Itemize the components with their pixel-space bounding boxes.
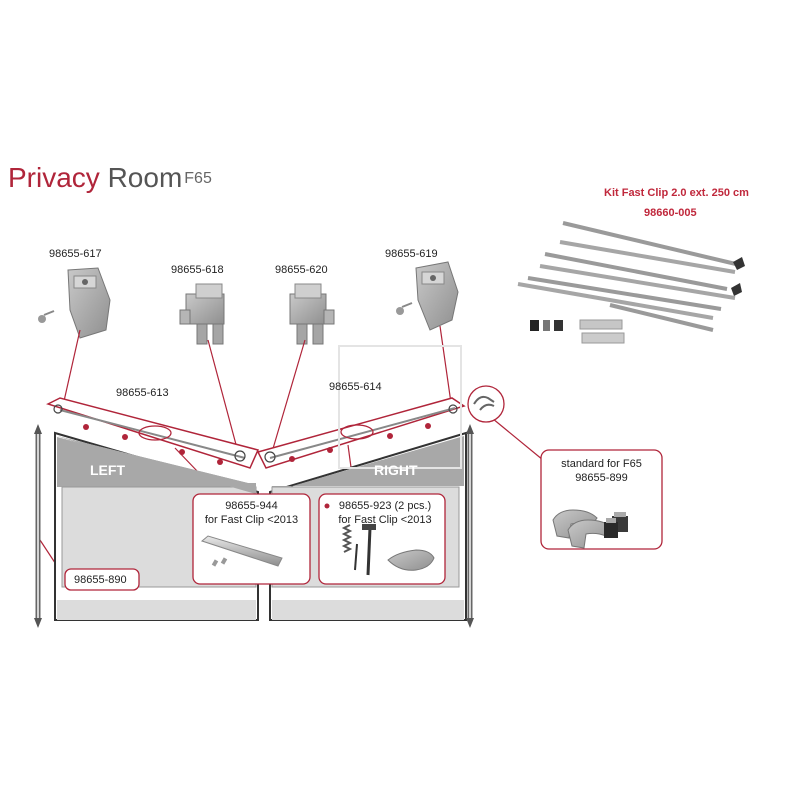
title-word-privacy: Privacy [8, 162, 100, 193]
callout-box-890 [64, 568, 140, 591]
left-rail [46, 397, 260, 469]
box923-code: 98655-923 (2 pcs.) [338, 500, 432, 512]
part-number-617: 98655-617 [49, 248, 102, 260]
watermark-box [338, 345, 462, 469]
left-panel-header [57, 437, 256, 494]
kit-title: Kit Fast Clip 2.0 ext. 250 cm [604, 187, 749, 199]
box944-code: 98655-944 [225, 500, 278, 512]
box899-code: 98655-899 [575, 472, 628, 484]
right-pole [466, 424, 474, 628]
part-number-618: 98655-618 [171, 264, 224, 276]
title-model: F65 [184, 170, 212, 187]
kit-code: 98660-005 [644, 207, 697, 219]
part-944-illustration [200, 535, 283, 567]
box944-note: for Fast Clip <2013 [204, 514, 299, 526]
part-number-620: 98655-620 [275, 264, 328, 276]
box899-line1: standard for F65 [561, 458, 642, 470]
part-618-illustration [179, 283, 225, 345]
part-923-illustration [341, 524, 435, 576]
box923-note: for Fast Clip <2013 [338, 514, 432, 526]
part-620-illustration [289, 283, 335, 345]
right-rail [256, 397, 466, 469]
part-617-illustration [38, 267, 111, 339]
part-number-619: 98655-619 [385, 248, 438, 260]
rail-clip-markers [83, 423, 431, 465]
bullet-dot [324, 503, 330, 509]
part-number-614: 98655-614 [329, 381, 382, 393]
label-right: RIGHT [374, 462, 418, 478]
left-pole [34, 424, 42, 628]
label-left: LEFT [90, 462, 125, 478]
part-number-613: 98655-613 [116, 387, 169, 399]
part-number-890: 98655-890 [74, 574, 127, 586]
part-899-illustration [552, 509, 628, 549]
part-619-illustration [396, 261, 459, 331]
kit-rods-illustration [517, 221, 745, 344]
zoom-detail-circle [467, 385, 505, 423]
title-word-room: Room [107, 162, 183, 193]
